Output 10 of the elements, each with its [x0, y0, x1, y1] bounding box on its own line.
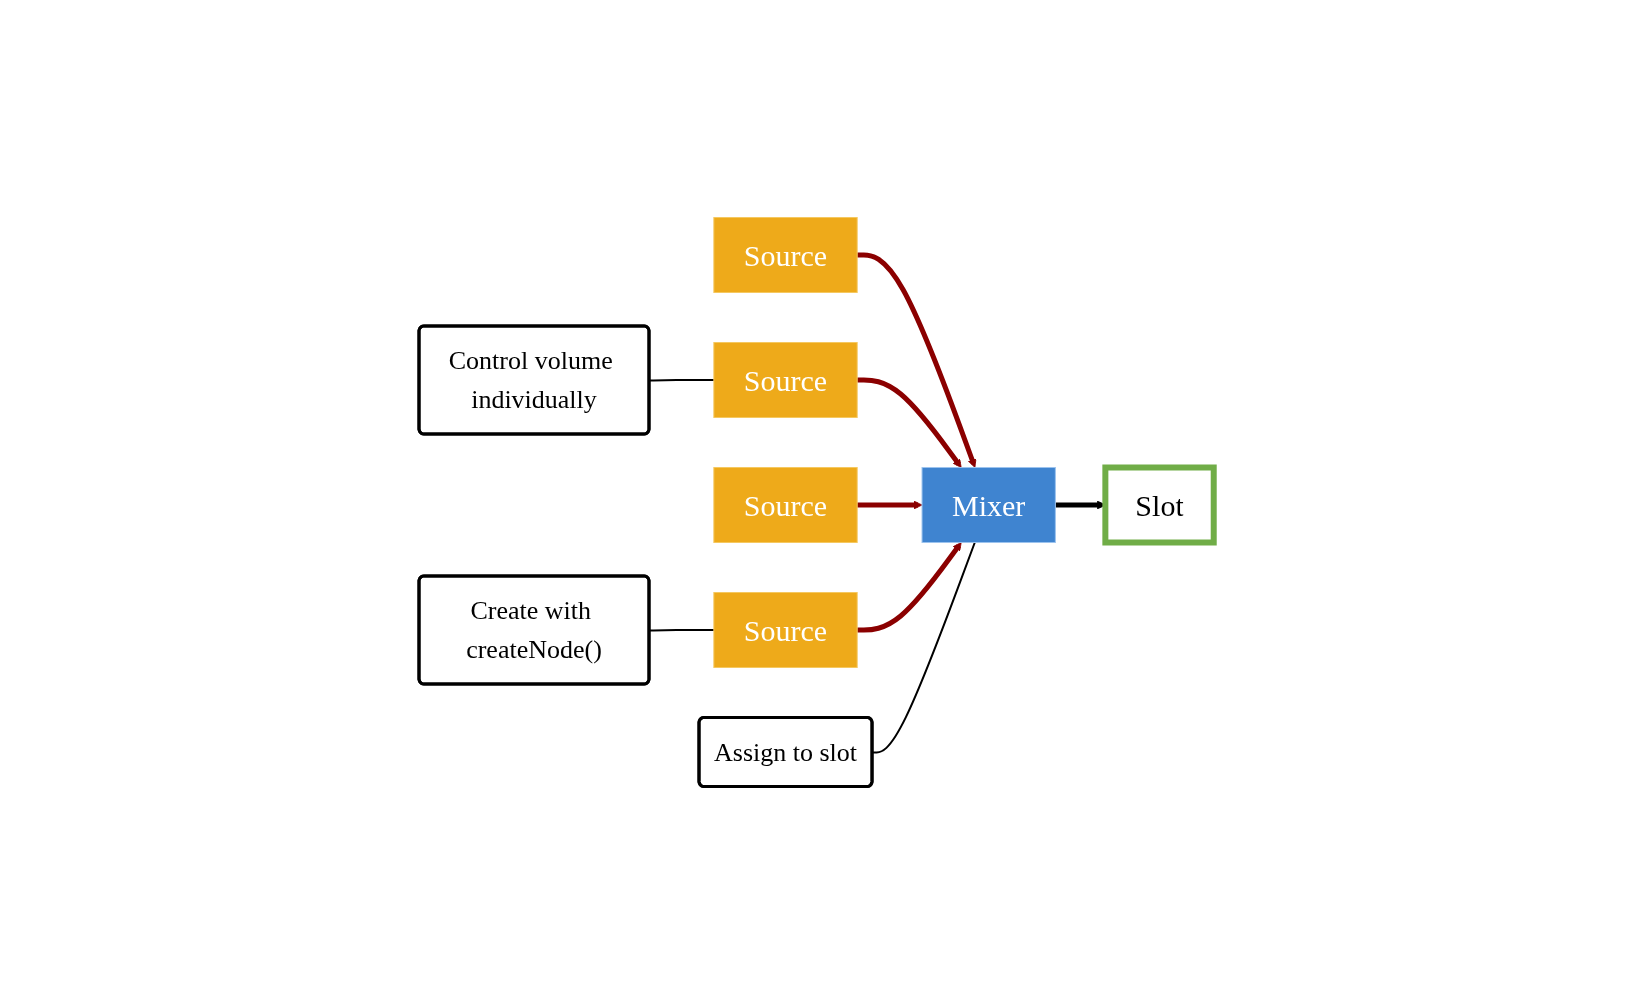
node-box: Source [713, 216, 858, 293]
arrow [857, 500, 923, 509]
arrow [857, 377, 962, 468]
node-box: Slot [1102, 464, 1217, 545]
arrow [857, 541, 962, 632]
arrow [857, 252, 977, 468]
node-box: Source [713, 341, 858, 418]
node-box: Source [713, 591, 858, 668]
node-box: Mixer [921, 466, 1056, 543]
node-box: Source [713, 466, 858, 543]
